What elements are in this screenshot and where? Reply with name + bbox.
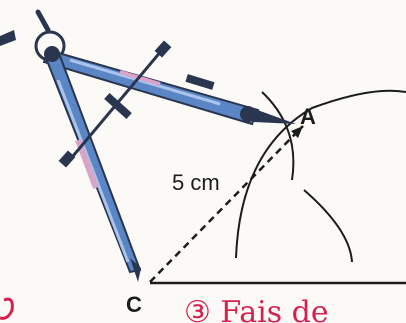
distance-label: 5 cm <box>172 170 220 195</box>
arc-near-a <box>261 91 295 181</box>
handwritten-mark <box>0 297 14 320</box>
point-c-label: C <box>126 292 142 317</box>
arc-small-lower <box>303 189 353 263</box>
arc-large <box>235 89 406 259</box>
point-a-label: A <box>300 104 316 129</box>
handwritten-note: ③ Fais de <box>184 295 329 323</box>
radius-dashed-line <box>149 125 304 283</box>
drawing-compass-icon <box>0 9 296 282</box>
radius-arrow-head <box>291 126 303 138</box>
